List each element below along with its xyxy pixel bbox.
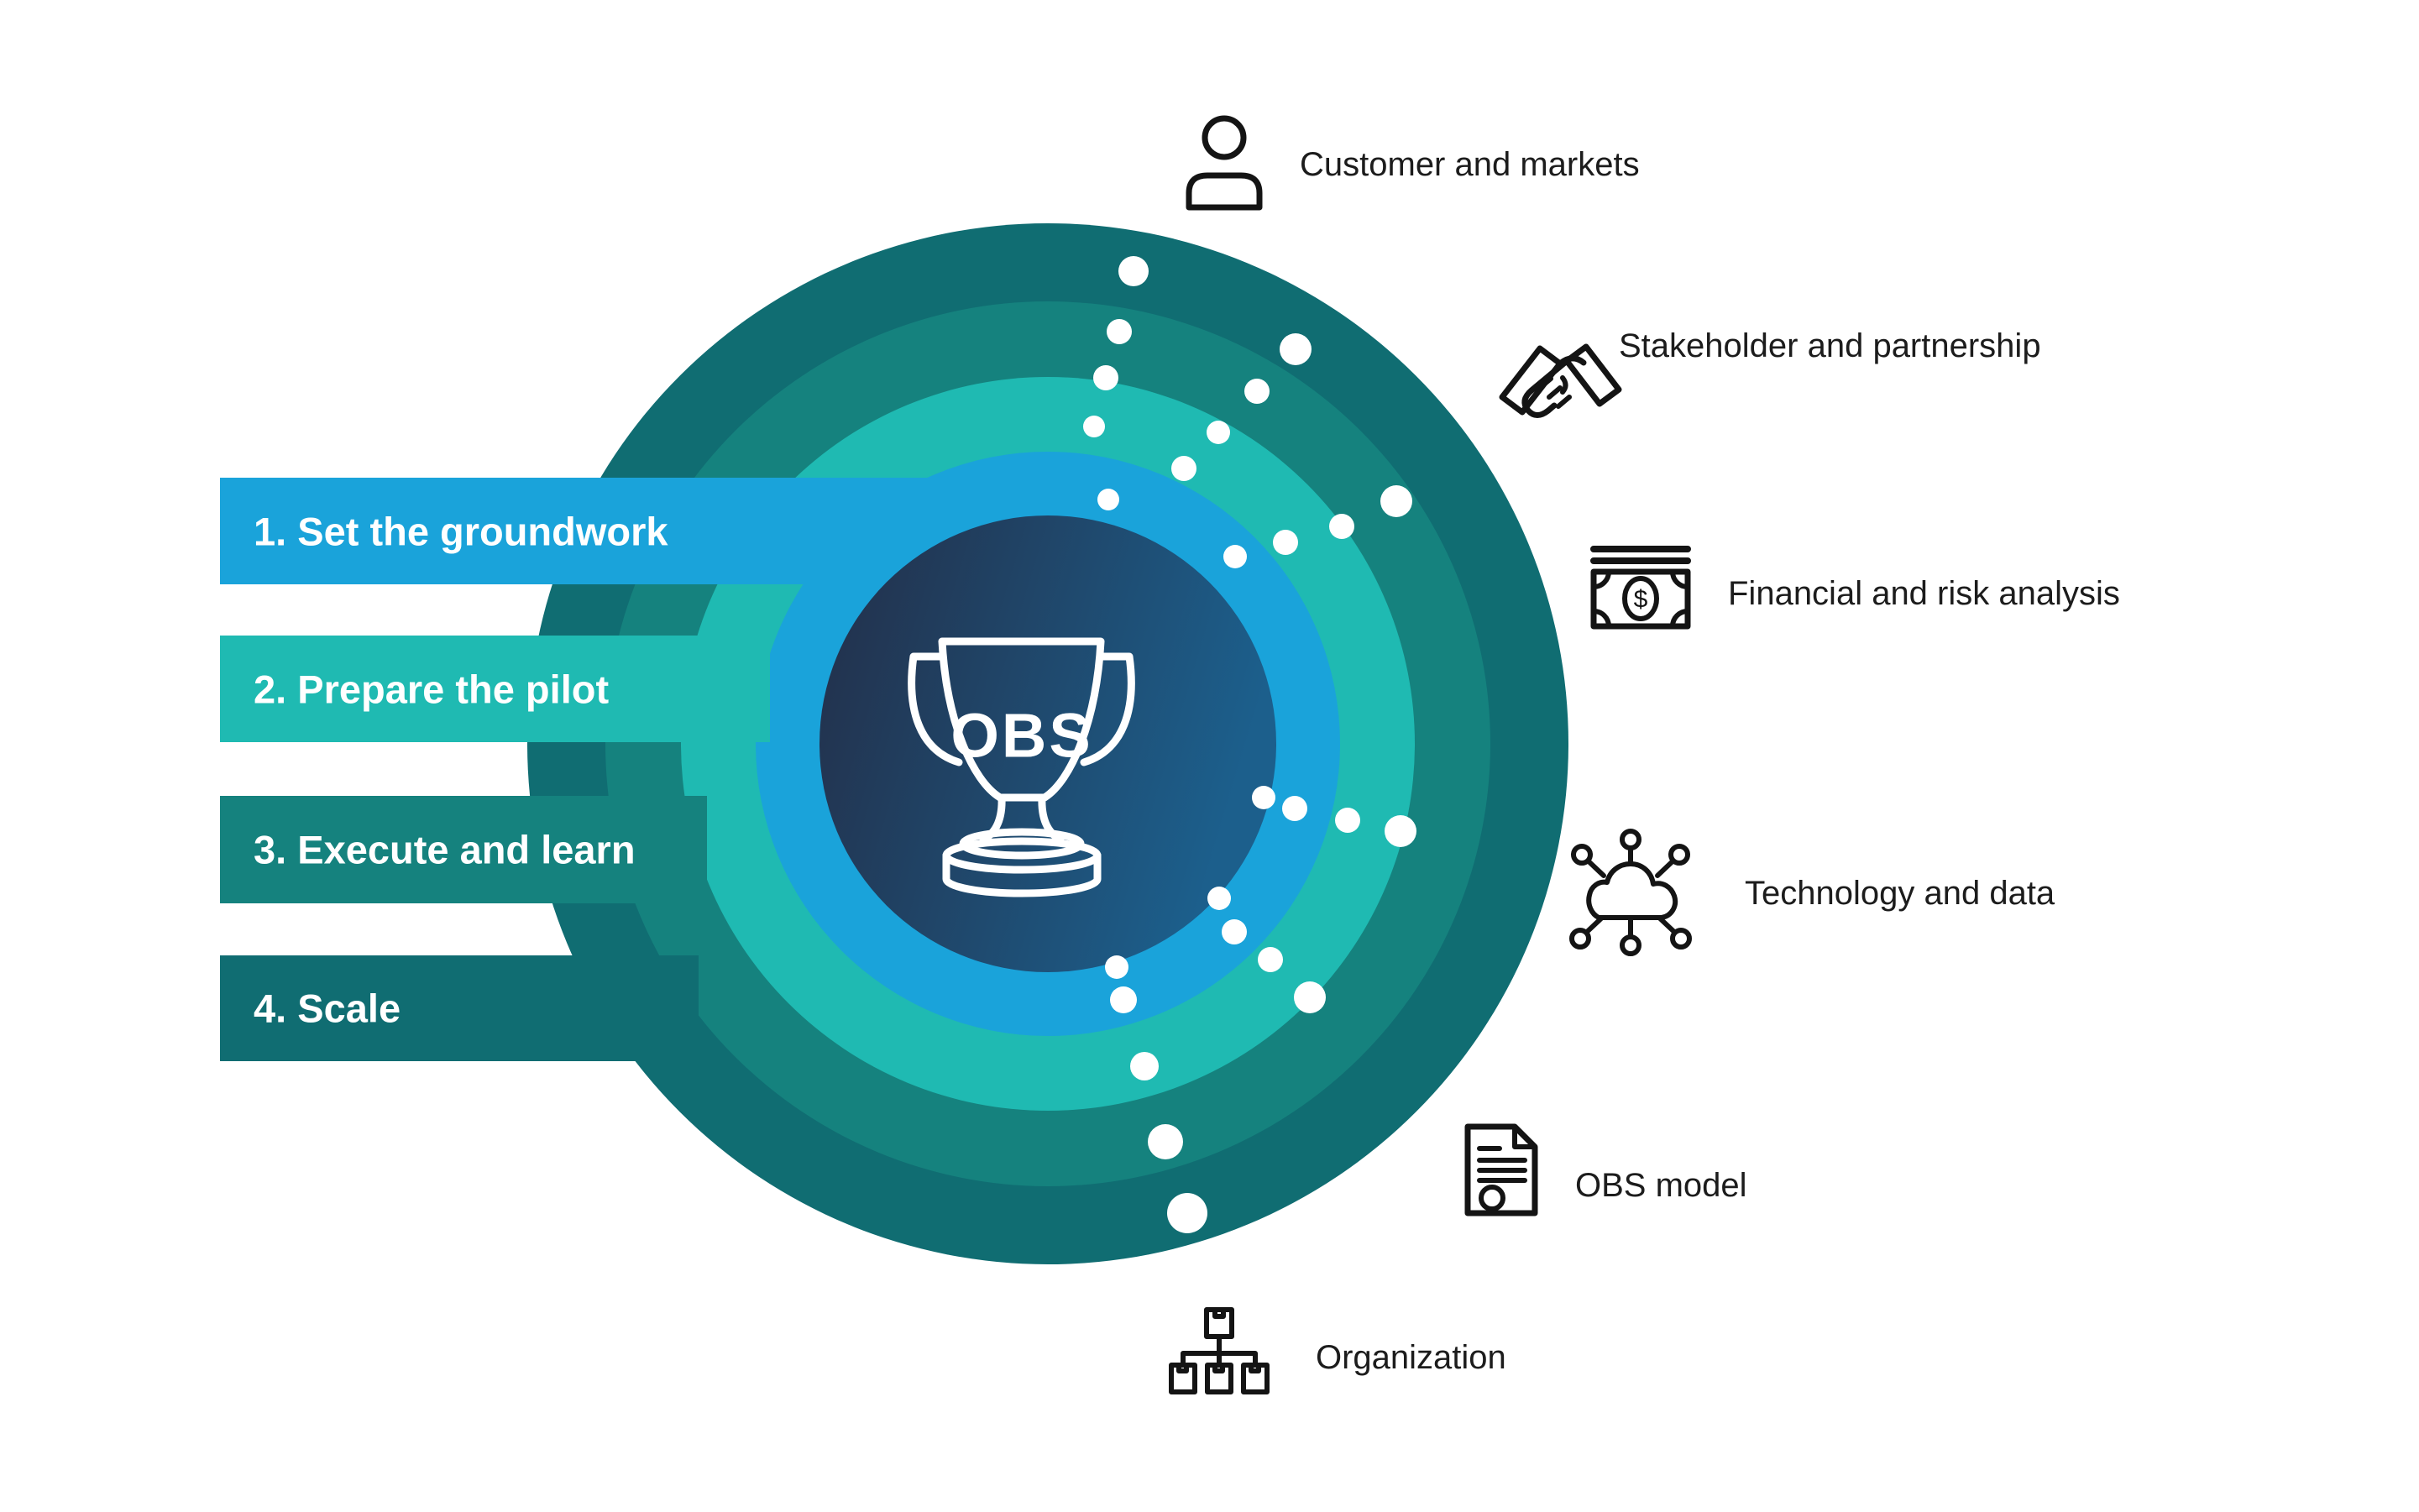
cloud-network-icon	[1569, 829, 1692, 956]
decor-dot	[1280, 333, 1312, 365]
decor-dot	[1093, 365, 1118, 390]
handshake-icon	[1499, 343, 1622, 418]
step-bar-1-rect	[220, 478, 963, 584]
decor-dot	[1107, 319, 1132, 344]
step-bar-3: 3. Execute and learn	[220, 796, 707, 903]
decor-dot	[1130, 1052, 1159, 1080]
decor-dot	[1171, 456, 1196, 481]
decor-dot	[1223, 545, 1247, 568]
step-bar-4-rect	[220, 955, 699, 1061]
legend-item-stakeholder-and-partnership: Stakeholder and partnership	[1499, 327, 2041, 418]
decor-dot	[1329, 514, 1354, 539]
org-chart-icon	[1169, 1307, 1270, 1394]
legend-item-customer-and-markets: Customer and markets	[1186, 115, 1640, 211]
step-bar-2-rect	[220, 636, 770, 742]
decor-dot	[1294, 981, 1326, 1013]
document-icon	[1464, 1123, 1538, 1216]
step-bar-3-rect	[220, 796, 707, 903]
legend-label-financial-and-risk-analysis: Financial and risk analysis	[1728, 575, 2120, 612]
dollar-glyph: $	[1634, 586, 1648, 614]
decor-dot	[1335, 808, 1360, 833]
legend-label-stakeholder-and-partnership: Stakeholder and partnership	[1619, 327, 2041, 364]
decor-dot	[1167, 1193, 1207, 1233]
decor-dot	[1083, 416, 1105, 437]
step-bar-4: 4. Scale	[220, 955, 699, 1061]
step-bar-3-label: 3. Execute and learn	[254, 828, 636, 872]
step-bar-2-label: 2. Prepare the pilot	[254, 667, 609, 712]
step-bar-1-label: 1. Set the groundwork	[254, 510, 668, 554]
legend-label-technology-and-data: Technology and data	[1745, 875, 2055, 912]
decor-dot	[1222, 919, 1247, 944]
step-bars: 1. Set the groundwork 2. Prepare the pil…	[220, 478, 963, 1061]
center-circle	[819, 515, 1276, 972]
decor-dot	[1244, 379, 1270, 404]
decor-dot	[1148, 1124, 1183, 1159]
person-icon	[1186, 115, 1263, 211]
legend-label-organization: Organization	[1316, 1339, 1506, 1376]
decor-dot	[1385, 815, 1416, 847]
legend-item-obs-model: OBS model	[1464, 1123, 1747, 1216]
legend-item-organization: Organization	[1169, 1307, 1506, 1394]
decor-dot	[1380, 485, 1412, 517]
decor-dot	[1207, 421, 1230, 444]
decor-dot	[1105, 955, 1128, 979]
decor-dot	[1273, 530, 1298, 555]
decor-dot	[1207, 887, 1231, 910]
legend: Customer and markets Stakeholder and par…	[1169, 115, 2120, 1394]
banknote-icon: $	[1590, 546, 1691, 630]
decor-dot	[1282, 796, 1307, 821]
step-bar-1: 1. Set the groundwork	[220, 478, 963, 584]
decor-dot	[1110, 986, 1137, 1013]
decor-dot	[1252, 786, 1275, 809]
decor-dot	[1097, 489, 1119, 510]
step-bar-4-label: 4. Scale	[254, 986, 401, 1031]
step-bar-2: 2. Prepare the pilot	[220, 636, 770, 742]
center-circle-label: OBS	[950, 701, 1092, 771]
decor-dot	[1258, 947, 1283, 972]
legend-item-financial-and-risk-analysis: $ Financial and risk analysis	[1590, 546, 2120, 630]
legend-label-customer-and-markets: Customer and markets	[1300, 146, 1640, 183]
decor-dots	[1083, 256, 1416, 1233]
legend-label-obs-model: OBS model	[1575, 1167, 1747, 1204]
legend-item-technology-and-data: Technology and data	[1569, 829, 2055, 956]
trophy-icon: OBS	[908, 637, 1135, 897]
decor-dot	[1118, 256, 1149, 286]
